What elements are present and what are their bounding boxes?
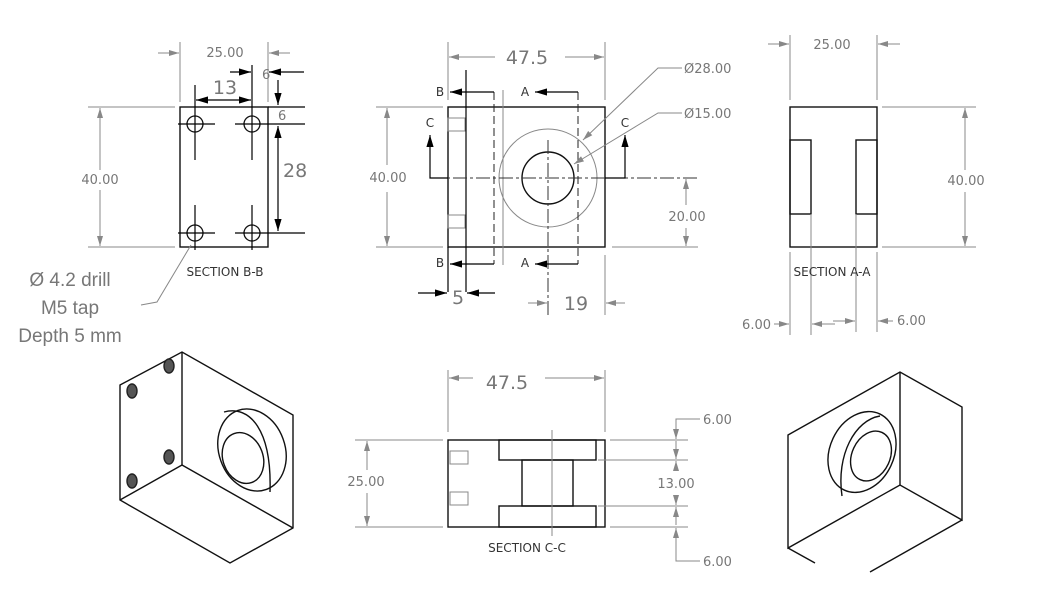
bb-hole-spacing-y-dim: 28 bbox=[283, 160, 307, 182]
center-offset-dim: 19 bbox=[564, 293, 588, 315]
tapped-holes bbox=[186, 115, 261, 242]
drill-note-line-1: Ø 4.2 drill bbox=[29, 270, 110, 291]
cut-label-c-right: C bbox=[621, 116, 629, 130]
front-view-body bbox=[447, 106, 606, 248]
aa-left-depth-dim: 6.00 bbox=[742, 318, 771, 333]
cut-label-a-bottom: A bbox=[521, 256, 530, 270]
cc-top-depth-dim: 6.00 bbox=[703, 413, 732, 428]
section-c-c-label: SECTION C-C bbox=[488, 541, 566, 555]
front-view: 47.5 40.00 20.00 Ø28.00 Ø15.00 5 19 B B … bbox=[367, 42, 731, 318]
drill-note-line-3: Depth 5 mm bbox=[18, 326, 121, 347]
section-a-a-view: 25.00 40.00 SECTION A-A 6.00 6.00 bbox=[742, 35, 987, 335]
tapped-hole-marks bbox=[126, 358, 175, 489]
inner-diameter-callout: Ø15.00 bbox=[684, 107, 731, 122]
section-b-b-view: 25.00 13 6 6 28 40.00 SECTION B-B Ø 4.2 … bbox=[18, 42, 307, 347]
cut-label-c-left: C bbox=[426, 116, 434, 130]
cc-bottom-depth-dim: 6.00 bbox=[703, 555, 732, 570]
section-c-c-body bbox=[447, 439, 606, 528]
cut-label-b-top: B bbox=[436, 85, 444, 99]
bb-height-dim: 40.00 bbox=[81, 173, 118, 188]
section-a-a-label: SECTION A-A bbox=[794, 265, 872, 279]
front-width-dim: 47.5 bbox=[506, 47, 548, 69]
front-center-height-dim: 20.00 bbox=[668, 210, 705, 225]
cut-label-a-top: A bbox=[521, 85, 530, 99]
isometric-view-right bbox=[787, 371, 963, 573]
section-b-b-label: SECTION B-B bbox=[186, 265, 263, 279]
isometric-view-left bbox=[119, 351, 294, 564]
section-a-a-body bbox=[789, 106, 878, 248]
aa-right-depth-dim: 6.00 bbox=[897, 314, 926, 329]
bb-edge-offset-x-dim: 6 bbox=[262, 68, 270, 83]
outer-diameter-callout: Ø28.00 bbox=[684, 62, 731, 77]
front-height-dim: 40.00 bbox=[369, 171, 406, 186]
bb-hole-spacing-x-dim: 13 bbox=[213, 77, 237, 99]
cc-height-dim: 25.00 bbox=[347, 475, 384, 490]
bb-width-dim: 25.00 bbox=[206, 46, 243, 61]
slot-depth-dim: 5 bbox=[452, 287, 464, 309]
cc-width-dim: 47.5 bbox=[486, 372, 528, 394]
section-c-c-view: 47.5 25.00 6.00 13.00 6.00 SECTION C-C bbox=[345, 370, 732, 570]
cut-label-b-bottom: B bbox=[436, 256, 444, 270]
bb-edge-offset-y-dim: 6 bbox=[278, 109, 286, 124]
aa-width-dim: 25.00 bbox=[813, 38, 850, 53]
aa-height-dim: 40.00 bbox=[947, 174, 984, 189]
cc-middle-dim: 13.00 bbox=[657, 477, 694, 492]
drill-note-line-2: M5 tap bbox=[41, 298, 99, 319]
section-b-b-body bbox=[179, 106, 269, 248]
